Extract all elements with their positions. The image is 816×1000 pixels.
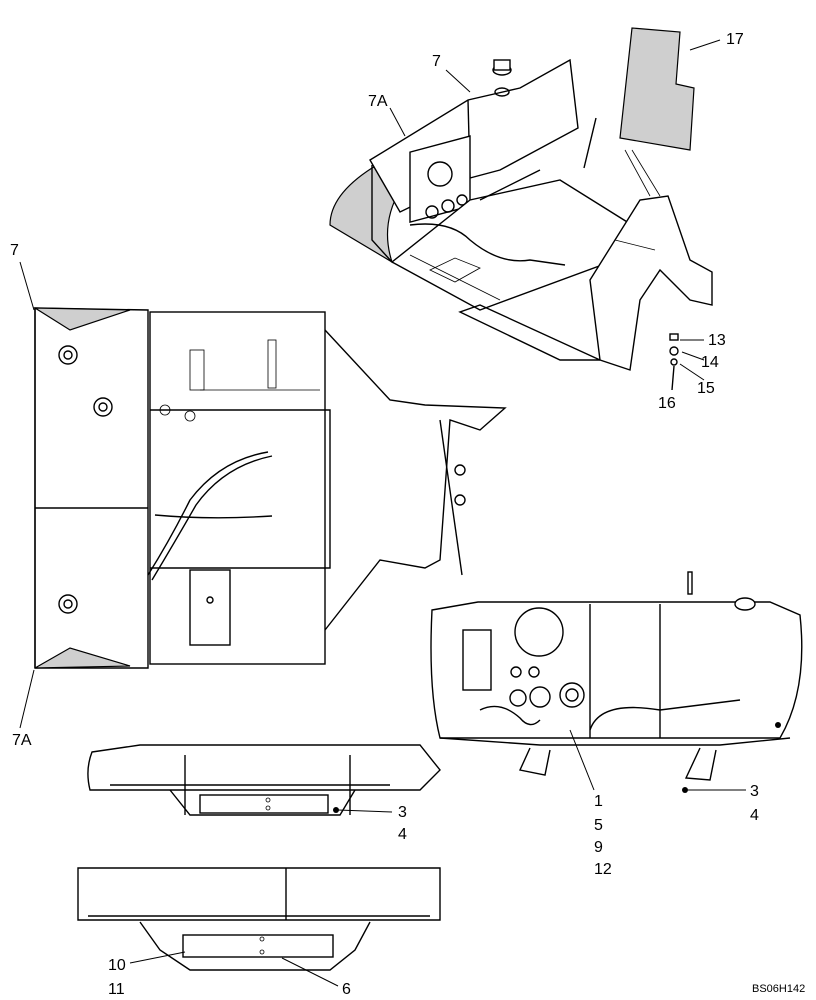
callout-15: 15	[697, 380, 715, 397]
top-down-frame-view	[32, 307, 507, 669]
callout-12: 12	[594, 861, 612, 878]
callout-16: 16	[658, 395, 676, 412]
callout-11: 11	[108, 981, 125, 998]
callout-5: 5	[594, 817, 603, 834]
rear-tank-view	[430, 571, 803, 793]
callout-13: 13	[708, 332, 726, 349]
callout-7a-top: 7A	[368, 93, 388, 110]
callout-7a-left: 7A	[12, 732, 32, 749]
callout-17: 17	[726, 31, 744, 48]
isometric-assembly-view	[329, 27, 713, 391]
callout-3-right: 3	[750, 783, 759, 800]
callout-3-mid: 3	[398, 804, 407, 821]
callout-6: 6	[342, 981, 351, 998]
callout-1: 1	[594, 793, 603, 810]
callout-7-left: 7	[10, 242, 19, 259]
callout-10: 10	[108, 957, 126, 974]
callout-14: 14	[701, 354, 719, 371]
callout-labels: 7 7A 17 13 14 15 16 7 7A 3 4 3 4 1 5 9 1…	[10, 31, 805, 998]
callout-4-right: 4	[750, 807, 759, 824]
callout-9: 9	[594, 839, 603, 856]
callout-4-mid: 4	[398, 826, 407, 843]
bottom-view	[77, 867, 441, 971]
drawing-code: BS06H142	[752, 983, 805, 995]
callout-7-top: 7	[432, 53, 441, 70]
front-view	[87, 744, 441, 816]
leader-lines	[19, 39, 746, 987]
